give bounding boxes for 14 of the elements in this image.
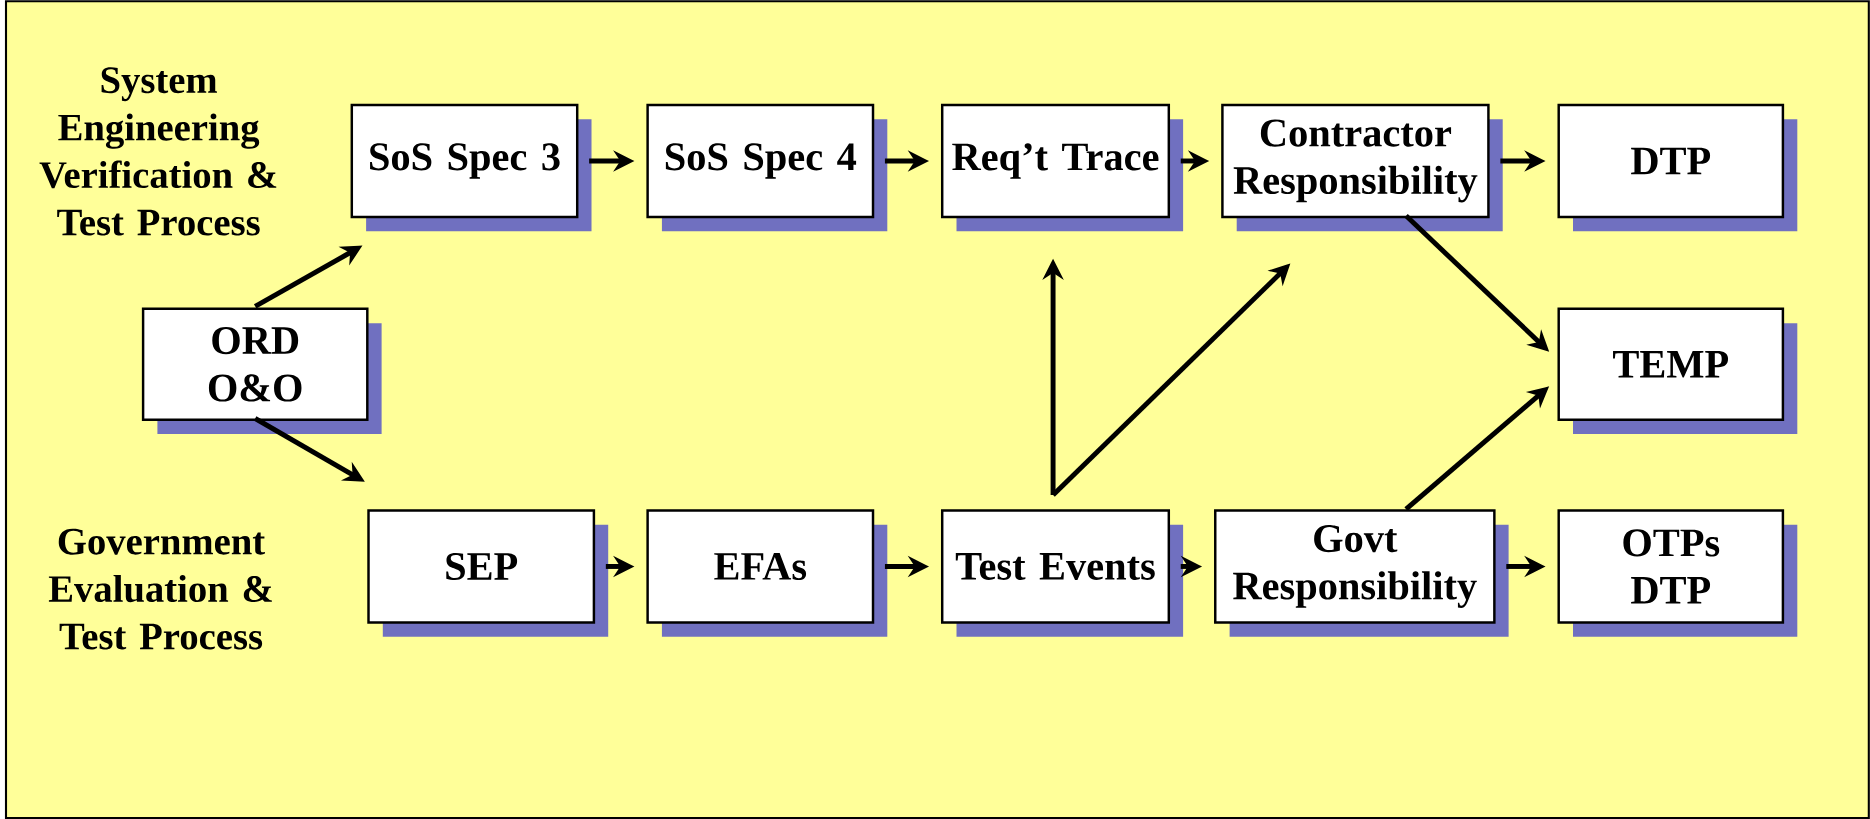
process-box: ORD O&O	[141, 307, 382, 434]
process-box: TEMP	[1557, 307, 1798, 434]
process-box: SoS Spec 4	[646, 103, 888, 232]
process-label: Government Evaluation & Test Process	[48, 528, 272, 650]
process-box: DTP	[1557, 103, 1798, 232]
process-box: Test Events	[940, 509, 1184, 637]
process-box: Govt Responsibility	[1214, 509, 1509, 637]
process-box: OTPs DTP	[1557, 509, 1798, 637]
process-box: Req’t Trace	[940, 103, 1184, 232]
process-box: EFAs	[646, 509, 888, 637]
process-box: SEP	[367, 509, 609, 637]
process-box: SoS Spec 3	[350, 103, 592, 232]
process-box: Contractor Responsibility	[1221, 103, 1503, 232]
process-label: System Engineering Verification & Test Process	[39, 67, 277, 236]
